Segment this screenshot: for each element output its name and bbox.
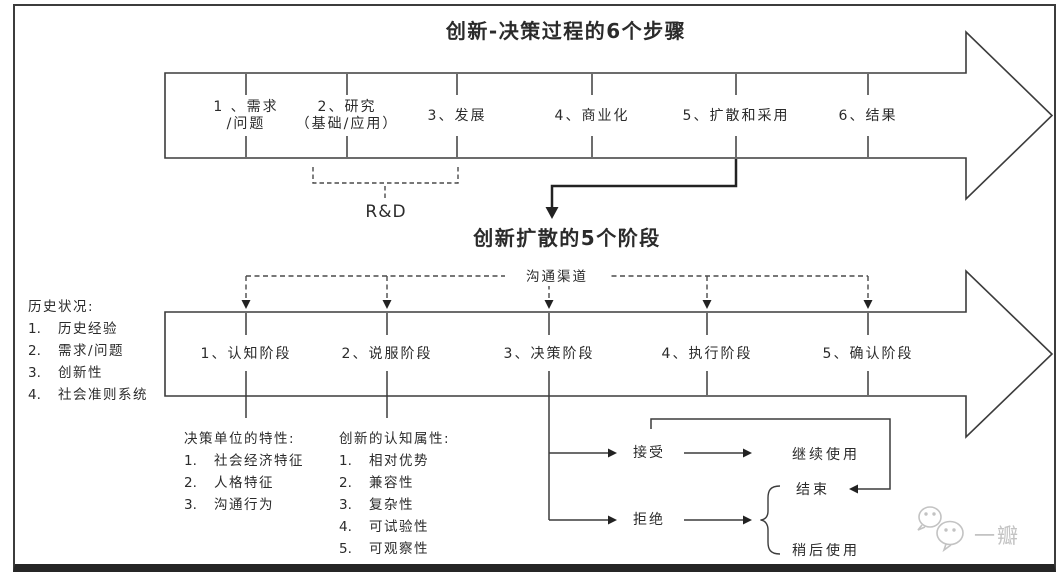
process-step-5: 5、扩散和采用	[682, 107, 790, 124]
process-step-1: 1 、需求 /问题	[213, 99, 279, 132]
diffusion-title: 创新扩散的5个阶段	[473, 226, 661, 250]
process-arrow-shape	[164, 30, 1054, 201]
process-arrow-ticks	[245, 74, 869, 157]
decision-unit-block: 决策单位的特性: 1. 社会经济特征 2. 人格特征 3. 沟通行为	[184, 428, 349, 516]
list-item: 3. 复杂性	[339, 497, 414, 513]
diffusion-stage-3: 3、决策阶段	[503, 346, 595, 362]
innovation-attrs-block: 创新的认知属性: 1. 相对优势 2. 兼容性 3. 复杂性 4. 可试验性 5…	[339, 428, 504, 560]
list-item: 3. 沟通行为	[184, 497, 274, 513]
decision-unit-title: 决策单位的特性:	[184, 431, 296, 447]
channel-arrowheads	[241, 300, 873, 309]
innovation-attrs-title: 创新的认知属性:	[339, 431, 451, 447]
watermark-brand: 一瓣	[974, 524, 1020, 548]
process-step-2: 2、研究 （基础/应用）	[295, 99, 399, 132]
rd-bracket	[312, 167, 459, 201]
outcome-flow-lines	[549, 418, 891, 521]
process-step-4: 4、商业化	[554, 107, 630, 124]
reject-brace	[760, 485, 781, 555]
outcome-reject: 拒绝	[633, 512, 665, 528]
outcome-later-use: 稍后使用	[792, 543, 860, 559]
list-item: 1. 社会经济特征	[184, 453, 304, 469]
list-item: 2. 人格特征	[184, 475, 274, 491]
rd-label: R&D	[365, 202, 407, 222]
diffusion-stage-2: 2、说服阶段	[341, 346, 433, 362]
process-step-6: 6、结果	[838, 107, 898, 124]
prior-conditions-block: 历史状况: 1. 历史经验 2. 需求/问题 3. 创新性 4. 社会准则系统	[28, 296, 193, 406]
process-step-3: 3、发展	[427, 107, 487, 124]
outer-frame	[13, 4, 1056, 572]
list-item: 4. 可试验性	[339, 519, 429, 535]
prior-conditions-title: 历史状况:	[28, 299, 95, 315]
list-item: 5. 可观察性	[339, 541, 429, 557]
list-item: 1. 相对优势	[339, 453, 429, 469]
outcome-flow-arrowheads	[608, 448, 858, 525]
list-item: 1. 历史经验	[28, 321, 118, 337]
wechat-watermark-icon	[917, 506, 964, 553]
outcome-discontinuance: 结束	[796, 482, 830, 498]
channel-label: 沟通渠道	[505, 268, 609, 286]
outcome-continued-use: 继续使用	[792, 447, 860, 463]
diffusion-elbow-arrow	[550, 159, 738, 208]
outcome-accept: 接受	[633, 445, 665, 461]
diffusion-elbow-arrowhead	[545, 207, 559, 219]
list-item: 2. 兼容性	[339, 475, 414, 491]
process-title: 创新-决策过程的6个步骤	[445, 19, 687, 43]
list-item: 4. 社会准则系统	[28, 387, 148, 403]
diffusion-stage-1: 1、认知阶段	[200, 346, 292, 362]
diffusion-stage-4: 4、执行阶段	[661, 346, 753, 362]
list-item: 2. 需求/问题	[28, 343, 125, 359]
diffusion-arrow-ticks	[245, 313, 869, 520]
list-item: 3. 创新性	[28, 365, 103, 381]
diffusion-stage-5: 5、确认阶段	[822, 346, 914, 362]
